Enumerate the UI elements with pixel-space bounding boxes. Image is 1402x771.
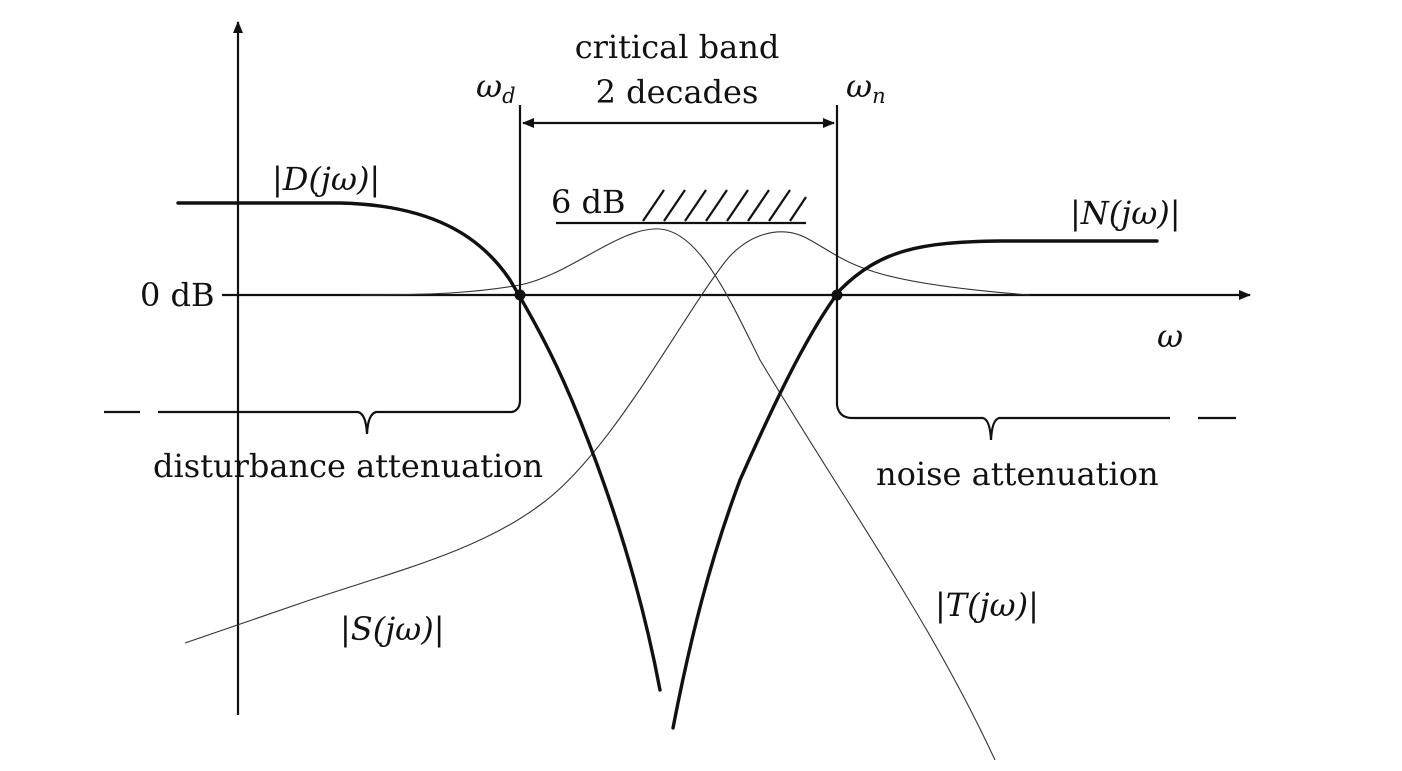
- n-magnitude-label: |N(jω)|: [1070, 194, 1181, 232]
- d-curve: [176, 201, 662, 692]
- noise-bracket: [835, 295, 1170, 441]
- critical-band-subtitle: 2 decades: [596, 73, 759, 111]
- omega-n-subscript: n: [872, 84, 886, 108]
- d-magnitude-label: |D(jω)|: [272, 160, 380, 198]
- noise-attenuation-label: noise attenuation: [876, 455, 1159, 493]
- s-curve: [184, 231, 1031, 644]
- omega-d-subscript: d: [502, 84, 515, 108]
- t-curve: [359, 228, 996, 761]
- omega-d-symbol: ω: [476, 67, 502, 105]
- zero-db-label: 0 dB: [140, 276, 215, 314]
- t-magnitude-label: |T(jω)|: [935, 586, 1039, 624]
- six-db-hatching: [642, 189, 807, 222]
- omega-n-symbol: ω: [846, 67, 872, 105]
- disturbance-bracket: [158, 295, 522, 435]
- disturbance-attenuation-label: disturbance attenuation: [153, 447, 543, 485]
- omega-axis-label: ω: [1157, 317, 1183, 355]
- omega-n-label: ωn: [846, 67, 886, 108]
- critical-band-title: critical band: [575, 28, 780, 66]
- s-magnitude-label: |S(jω)|: [340, 610, 444, 648]
- six-db-label: 6 dB: [551, 183, 626, 221]
- n-curve: [671, 239, 1159, 730]
- omega-d-label: ωd: [476, 67, 516, 108]
